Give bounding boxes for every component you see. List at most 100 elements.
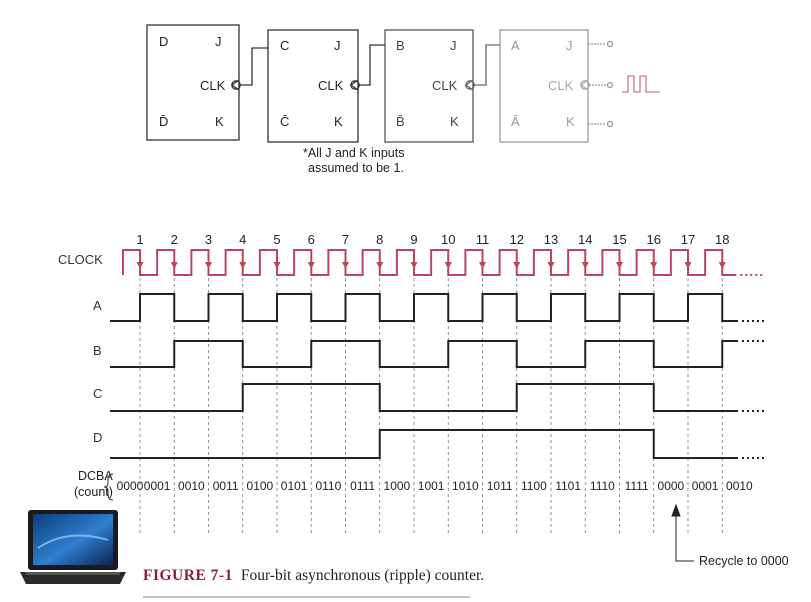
count-value: 1011 — [487, 479, 513, 493]
wire-a-to-b — [474, 44, 500, 86]
count-value: 0100 — [247, 479, 274, 493]
clock-edge-arrow — [616, 262, 623, 269]
clock-edge-arrow — [684, 262, 692, 269]
pulse-number: 1 — [136, 232, 143, 247]
figure-caption-label: FIGURE 7-1 — [143, 567, 233, 584]
pulse-number: 13 — [544, 232, 558, 247]
count-label-count: (count) — [74, 485, 113, 499]
count-value: 0001 — [692, 479, 719, 493]
pulse-number: 11 — [476, 232, 490, 247]
signal-label-c: C — [93, 386, 102, 401]
pulse-number: 6 — [308, 232, 315, 247]
count-label-dcba: DCBA — [78, 469, 113, 483]
clock-edge-arrow — [479, 262, 486, 269]
clock-edge-arrow — [444, 262, 452, 269]
pulse-number: 4 — [239, 232, 246, 247]
ff-c-clk-label: CLK — [318, 78, 344, 93]
flip-flop-b — [384, 29, 474, 143]
clock-edge-arrow — [410, 262, 418, 269]
waveform-b — [110, 340, 738, 368]
pulse-number: 14 — [578, 232, 592, 247]
count-value: 1101 — [555, 479, 581, 493]
clock-edge-arrow — [547, 262, 555, 269]
pulse-number: 7 — [342, 232, 349, 247]
count-value: 1111 — [625, 479, 649, 493]
ff-d-qbar-label: D̄ — [159, 114, 168, 129]
count-brace — [103, 473, 114, 501]
count-value: 0001 — [144, 479, 171, 493]
clock-edge-arrow — [342, 262, 349, 269]
clock-edge-arrow — [718, 262, 726, 269]
pulse-number: 17 — [681, 232, 695, 247]
ff-a-qbar-label: Ā — [511, 114, 520, 129]
pulse-number: 8 — [376, 232, 383, 247]
jk-note-line1: *All J and K inputs — [303, 146, 404, 160]
ff-b-clk-label: CLK — [432, 78, 458, 93]
clock-edge-arrow — [307, 262, 315, 269]
ff-d-q-label: D — [159, 34, 168, 49]
ff-b-k-label: K — [450, 114, 459, 129]
clock-edge-arrow — [205, 262, 212, 269]
pulse-number: 16 — [647, 232, 661, 247]
clock-edge-arrow — [376, 262, 384, 269]
pulse-number: 9 — [410, 232, 417, 247]
ff-d-clk-label: CLK — [200, 78, 226, 93]
ff-d-k-label: K — [215, 114, 224, 129]
wire-c-to-d — [240, 47, 268, 86]
count-value: 0000 — [658, 479, 685, 493]
pulse-number: 10 — [441, 232, 455, 247]
ff-b-q-label: B — [396, 38, 405, 53]
signal-label-a: A — [93, 298, 102, 313]
count-value: 0110 — [315, 479, 341, 493]
ff-c-j-label: J — [334, 38, 341, 53]
figure-caption-text: Four-bit asynchronous (ripple) counter. — [240, 567, 485, 584]
ff-a-j-label: J — [566, 38, 573, 53]
signal-labels: CLOCK A B C D — [58, 252, 103, 445]
flip-flop-a — [499, 29, 589, 143]
count-value: 1000 — [384, 479, 411, 493]
waveform-a — [110, 293, 738, 322]
laptop-icon — [20, 510, 126, 584]
signal-label-clock: CLOCK — [58, 252, 103, 267]
ff-a-q-label: A — [511, 38, 520, 53]
clock-edge-arrow — [136, 262, 144, 269]
count-value: 0011 — [213, 479, 239, 493]
waveform-d — [110, 429, 738, 459]
ff-d-j-label: J — [215, 34, 222, 49]
count-value: 1001 — [418, 479, 445, 493]
count-value: 0010 — [726, 479, 753, 493]
clock-edge-arrow — [273, 262, 281, 269]
ff-c-qbar-label: C̄ — [280, 114, 289, 129]
jk-note-line2: assumed to be 1. — [308, 161, 404, 175]
pulse-number: 15 — [612, 232, 626, 247]
flip-flop-c — [267, 29, 359, 143]
ff-c-q-label: C — [280, 38, 289, 53]
clock-input-waveform — [622, 75, 660, 93]
recycle-label: Recycle to 0000 — [699, 554, 789, 568]
count-value: 1100 — [521, 479, 547, 493]
ff-a-k-label: K — [566, 114, 575, 129]
count-value: 0000 — [117, 479, 144, 493]
clock-edge-arrow — [650, 262, 658, 269]
signal-label-d: D — [93, 430, 102, 445]
clock-waveform — [122, 249, 737, 276]
ff-b-j-label: J — [450, 38, 457, 53]
count-value: 1010 — [452, 479, 479, 493]
pulse-number: 5 — [273, 232, 280, 247]
clock-edge-arrow — [170, 262, 178, 269]
timing-grid — [139, 272, 723, 535]
pulse-number: 3 — [205, 232, 212, 247]
schematic — [146, 24, 660, 143]
ff-c-k-label: K — [334, 114, 343, 129]
count-value: 0101 — [281, 479, 308, 493]
recycle-annotation — [671, 503, 694, 562]
clock-edge-arrow — [239, 262, 247, 269]
waveforms — [110, 249, 765, 459]
signal-label-b: B — [93, 343, 102, 358]
pulse-number: 18 — [715, 232, 729, 247]
ff-a-clk-label: CLK — [548, 78, 574, 93]
pulse-number: 2 — [171, 232, 178, 247]
